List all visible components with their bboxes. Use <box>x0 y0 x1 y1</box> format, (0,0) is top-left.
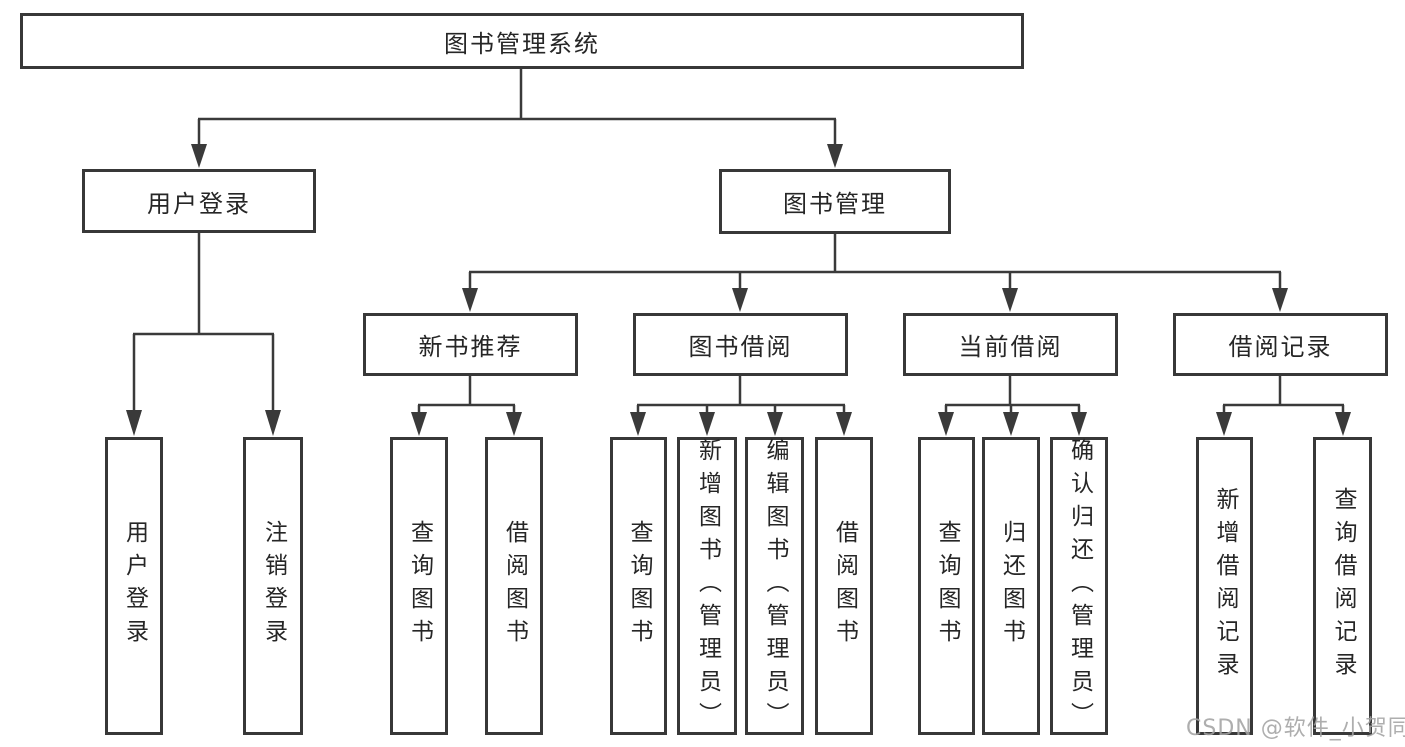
connector-current-borrow-to-leaves <box>938 376 1087 436</box>
node-current-borrowing: 当前借阅 <box>903 313 1118 376</box>
leaf-nbr-query-books-label: 查询图书 <box>406 520 433 652</box>
connector-new-book-rec-to-leaves <box>411 376 522 436</box>
leaf-bb-edit-books-admin-label: 编辑图书（管理员） <box>762 437 788 735</box>
leaf-cb-query-books: 查询图书 <box>918 437 975 735</box>
leaf-bb-add-books-admin-label: 新增图书（管理员） <box>694 437 721 735</box>
leaf-nbr-borrow-books: 借阅图书 <box>485 437 543 735</box>
leaf-bb-edit-books-admin: 编辑图书（管理员） <box>745 437 804 735</box>
leaf-user-login-label: 用户登录 <box>121 520 148 652</box>
connector-book-borrow-to-leaves <box>630 376 852 436</box>
leaf-bb-borrow-books-label: 借阅图书 <box>831 520 858 652</box>
node-book-management-label: 图书管理 <box>783 190 887 218</box>
node-current-borrowing-label: 当前借阅 <box>958 333 1063 361</box>
leaf-cb-return-books-label: 归还图书 <box>998 520 1025 652</box>
connector-root-to-level2 <box>191 68 843 168</box>
leaf-user-login: 用户登录 <box>105 437 163 735</box>
leaf-br-query-record: 查询借阅记录 <box>1313 437 1372 735</box>
node-borrowing-records: 借阅记录 <box>1173 313 1388 376</box>
csdn-watermark: CSDN @软件_小贺同学 <box>1186 716 1405 741</box>
connector-borrow-records-to-leaves <box>1216 376 1351 436</box>
leaf-cb-query-books-label: 查询图书 <box>934 520 960 652</box>
leaf-bb-borrow-books: 借阅图书 <box>815 437 873 735</box>
leaf-cb-confirm-return-admin-label: 确认归还（管理员） <box>1066 437 1093 735</box>
node-borrowing-records-label: 借阅记录 <box>1228 333 1333 361</box>
leaf-logout: 注销登录 <box>243 437 303 735</box>
leaf-bb-add-books-admin: 新增图书（管理员） <box>677 437 737 735</box>
leaf-bb-query-books: 查询图书 <box>610 437 667 735</box>
connector-user-login-to-leaves <box>126 233 281 436</box>
node-library-system-label: 图书管理系统 <box>444 29 600 58</box>
node-book-management: 图书管理 <box>719 169 951 234</box>
node-new-book-recommend-label: 新书推荐 <box>418 333 523 361</box>
leaf-cb-return-books: 归还图书 <box>982 437 1040 735</box>
node-library-system: 图书管理系统 <box>20 13 1024 69</box>
leaf-cb-confirm-return-admin: 确认归还（管理员） <box>1050 437 1108 735</box>
leaf-logout-label: 注销登录 <box>260 520 287 652</box>
leaf-br-add-record: 新增借阅记录 <box>1196 437 1253 735</box>
node-user-login-branch-label: 用户登录 <box>147 189 251 218</box>
connector-book-mgmt-to-level3 <box>462 234 1288 312</box>
node-new-book-recommend: 新书推荐 <box>363 313 578 376</box>
leaf-br-add-record-label: 新增借阅记录 <box>1212 487 1238 685</box>
leaf-nbr-query-books: 查询图书 <box>390 437 448 735</box>
leaf-bb-query-books-label: 查询图书 <box>626 520 652 652</box>
node-book-borrowing-label: 图书借阅 <box>688 333 793 361</box>
node-book-borrowing: 图书借阅 <box>633 313 848 376</box>
node-user-login-branch: 用户登录 <box>82 169 316 233</box>
leaf-br-query-record-label: 查询借阅记录 <box>1330 487 1356 685</box>
leaf-nbr-borrow-books-label: 借阅图书 <box>501 520 528 652</box>
